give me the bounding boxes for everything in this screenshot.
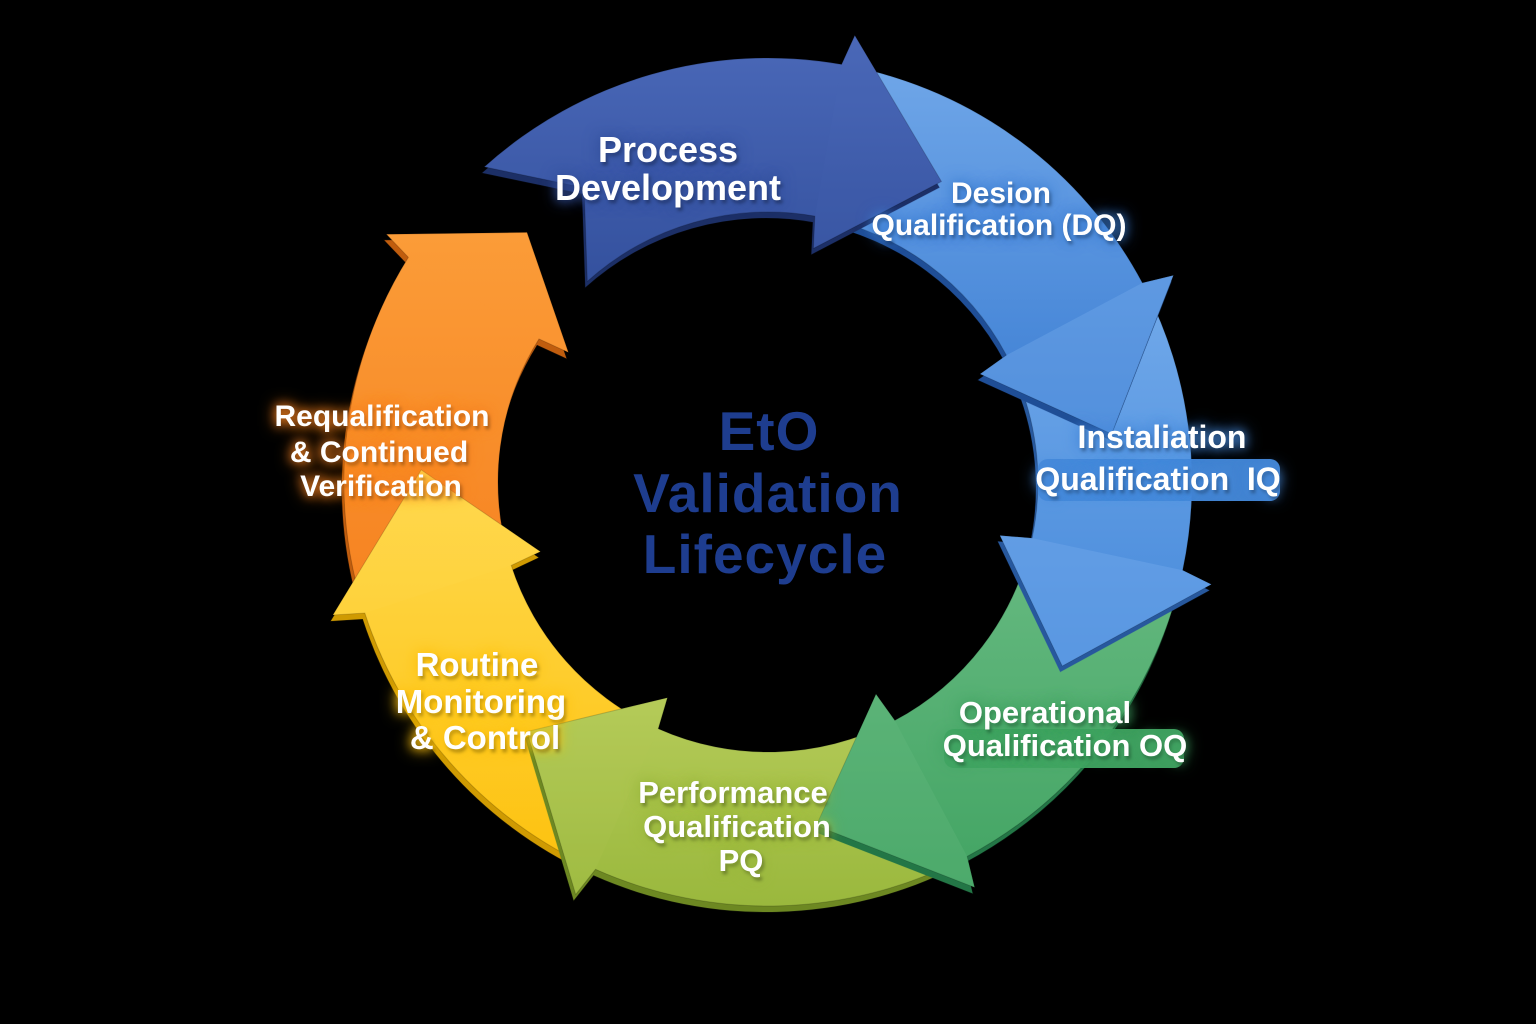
label-requalification-line-1: Requalification [274,400,489,433]
label-design-qualification-line-2: Qualification (DQ) [872,209,1127,242]
label-performance-qualification-line-3: PQ [719,843,764,878]
segment-routine-monitoring-arrow [331,469,656,868]
installation-qualification-arrowhead-icon [999,535,1212,666]
label-design-qualification-line-1: Desion [951,177,1051,210]
label-routine-monitoring-line-3: & Control [410,719,560,756]
label-installation-qualification-line-2: Qualification IQ [1035,461,1280,497]
label-performance-qualification-line-2: Qualification [643,809,831,844]
center-title-line-2: Validation [633,462,903,524]
requalification-arrowhead-icon [386,232,569,353]
label-routine-monitoring-line-2: Monitoring [396,683,566,720]
process-development-arrowhead-icon [813,35,942,249]
label-process-development-line-1: Process [598,129,738,170]
label-operational-qualification-line-1: Operational [959,695,1131,730]
center-title-line-1: EtO [719,400,820,462]
label-requalification-line-2: & Continued [290,436,468,469]
iq-label-pill [1038,459,1280,501]
label-operational-qualification-line-2: Qualification OQ [943,728,1188,763]
center-title-line-3: Lifecycle [643,523,887,585]
label-requalification-line-3: Verification [300,470,462,503]
routine-monitoring-arrow-shape [331,469,656,868]
label-process-development-line-2: Development [555,167,781,208]
operational-qualification-arrowhead-icon [816,694,975,888]
process-development-arrow-shape [483,34,943,283]
segment-labels: Process Development Desion Qualification… [274,129,1280,878]
routine-monitoring-arrowhead-icon [332,469,541,615]
oq-label-pill [944,729,1184,768]
design-qualification-arrowhead-icon [980,275,1174,434]
label-routine-monitoring-line-1: Routine [416,646,539,683]
segment-process-development-arrow [483,34,943,283]
performance-qualification-arrowhead-icon [527,697,668,895]
center-title: EtO Validation Lifecycle [633,400,903,585]
label-performance-qualification-line-1: Performance [638,775,828,810]
label-pills [944,459,1280,768]
label-installation-qualification-line-1: Instaliation [1078,419,1247,455]
